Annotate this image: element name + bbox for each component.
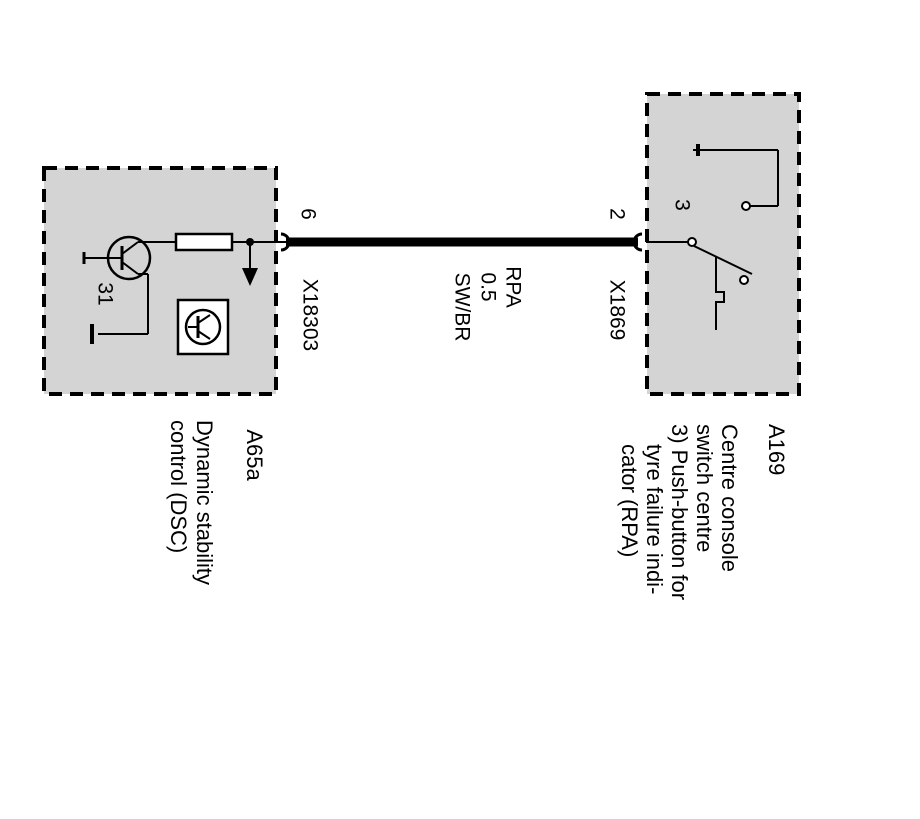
right-module-name-line-3: 3) Push-button for <box>667 424 692 600</box>
wire-signal-label: RPA <box>501 266 524 308</box>
right-connector-label: X1869 <box>605 280 628 341</box>
ground-icon <box>90 324 148 344</box>
right-module-name-line-4: tyre failure indi- <box>642 444 667 594</box>
ground-label: 31 <box>93 282 116 305</box>
right-module-id: A169 <box>764 424 789 475</box>
left-pin-number: 6 <box>296 208 319 220</box>
module-a169-box <box>645 92 801 396</box>
wire-size-label: 0.5 <box>476 272 499 301</box>
switch-contact-label: 3 <box>670 199 693 211</box>
right-module-name-line-2: switch centre <box>692 424 717 552</box>
wire-rpa: RPA 0.5 SW/BR <box>286 237 638 342</box>
left-module-name-line-1: Dynamic stability <box>192 420 217 585</box>
push-button-switch-icon <box>646 237 753 330</box>
switch-feed-icon <box>693 144 779 211</box>
left-module-id: A65a <box>242 429 267 481</box>
right-module-name-line-1: Centre console <box>717 424 742 572</box>
left-connector-label: X18303 <box>298 279 321 351</box>
right-pin-number: 2 <box>605 208 628 220</box>
output-arrow-icon <box>242 242 258 286</box>
wire-color-label: SW/BR <box>450 273 473 342</box>
module-a65a-box <box>42 166 278 396</box>
connector-x1869-icon <box>632 232 643 252</box>
module-a65a: 31 6 X18303 A65a Dynamic stability <box>42 166 321 585</box>
module-a169: 2 X1869 3 A169 Centre console switch cen… <box>605 92 801 600</box>
left-module-name-line-2: control (DSC) <box>166 420 191 553</box>
transistor-icon <box>82 235 160 334</box>
control-unit-icon <box>176 298 230 356</box>
right-module-name-line-5: cator (RPA) <box>617 444 642 557</box>
